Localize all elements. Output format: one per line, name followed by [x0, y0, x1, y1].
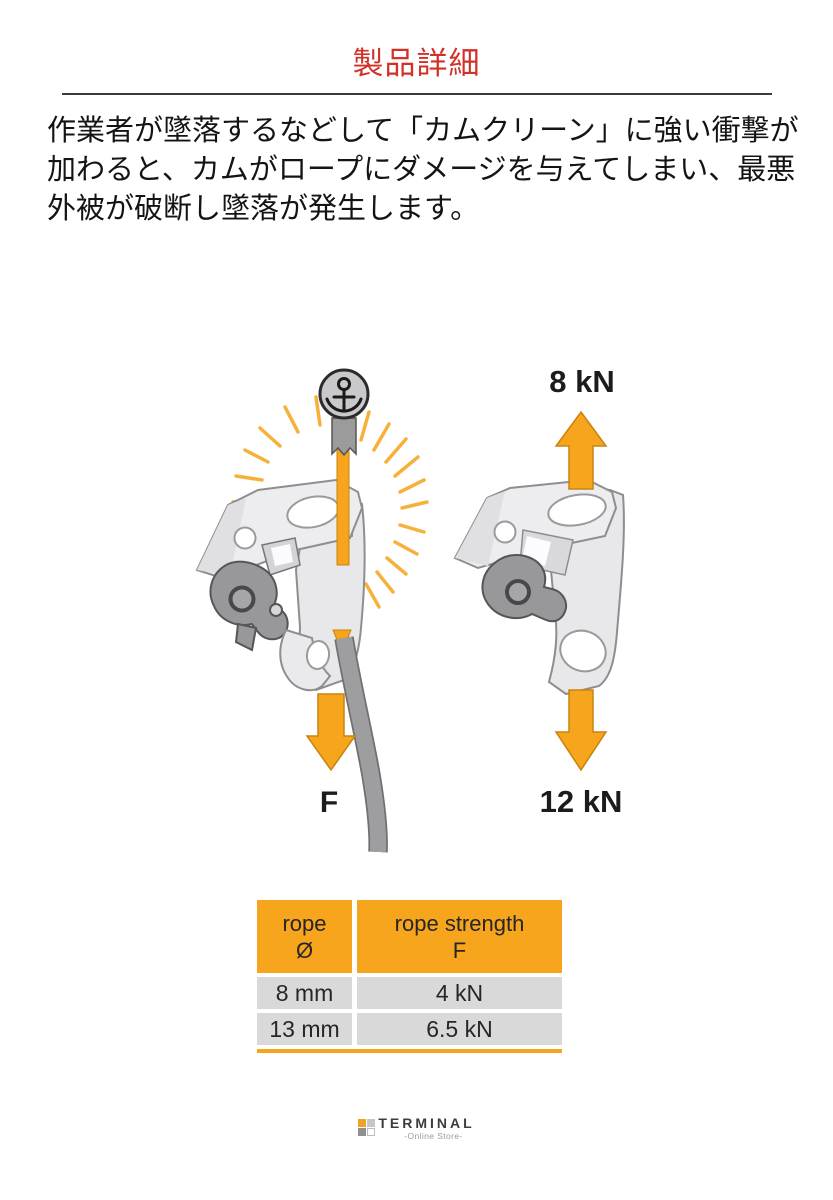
header-line: rope strength [394, 910, 525, 936]
table-cell-strength: 6.5 kN [357, 1013, 562, 1045]
cam-lever [209, 560, 289, 652]
header-line: rope [282, 910, 327, 936]
force-arrow-up-icon [554, 410, 608, 490]
description-line: 加わると、カムがロープにダメージを与えてしまい、最悪 [47, 154, 796, 186]
anchor-sling [331, 417, 357, 457]
page-title: 製品詳細 [352, 46, 481, 81]
impact-diagram: F 8 kN 12 kN [195, 364, 625, 853]
description-line: 作業者が墜落するなどして「カムクリーン」に強い衝撃が [47, 115, 799, 147]
logo-grid-icon [358, 1119, 376, 1136]
rope-spec-table: rope Ø rope strength F 8 mm 4 kN 13 mm 6… [257, 900, 562, 1053]
brand-tagline: -Online Store- [404, 1131, 463, 1141]
table-cell-diameter: 13 mm [257, 1013, 352, 1045]
product-description: 作業者が墜落するなどして「カムクリーン」に強い衝撃が 加わると、カムがロープにダ… [47, 112, 807, 229]
anchor-icon [318, 368, 370, 420]
force-label-f: F [320, 786, 338, 819]
force-label-12kn: 12 kN [540, 784, 623, 819]
table-header-rope-strength: rope strength F [357, 900, 562, 973]
header-line: Ø [295, 937, 314, 963]
table-bottom-border [257, 1049, 562, 1053]
cam-lever [481, 553, 568, 623]
logo-square [358, 1128, 367, 1136]
right-device-illustration [453, 478, 625, 696]
force-arrow-down-icon [554, 689, 608, 772]
logo-text: TERMINAL -Online Store- [378, 1115, 475, 1142]
logo-square [367, 1119, 376, 1127]
rope-tail [334, 636, 388, 853]
store-logo: TERMINAL -Online Store- [0, 1116, 833, 1141]
header-line: F [452, 937, 467, 963]
left-device-illustration [195, 478, 366, 692]
table-header-rope-diameter: rope Ø [257, 900, 352, 973]
brand-name: TERMINAL [378, 1115, 475, 1131]
logo-square [367, 1128, 376, 1136]
logo-square [358, 1119, 367, 1127]
force-label-8kn: 8 kN [549, 364, 614, 399]
description-line: 外被が破断し墜落が発生します。 [47, 193, 480, 225]
title-underline [62, 93, 772, 95]
table-cell-diameter: 8 mm [257, 977, 352, 1009]
table-cell-strength: 4 kN [357, 977, 562, 1009]
force-arrow-down-f-icon [305, 693, 357, 772]
